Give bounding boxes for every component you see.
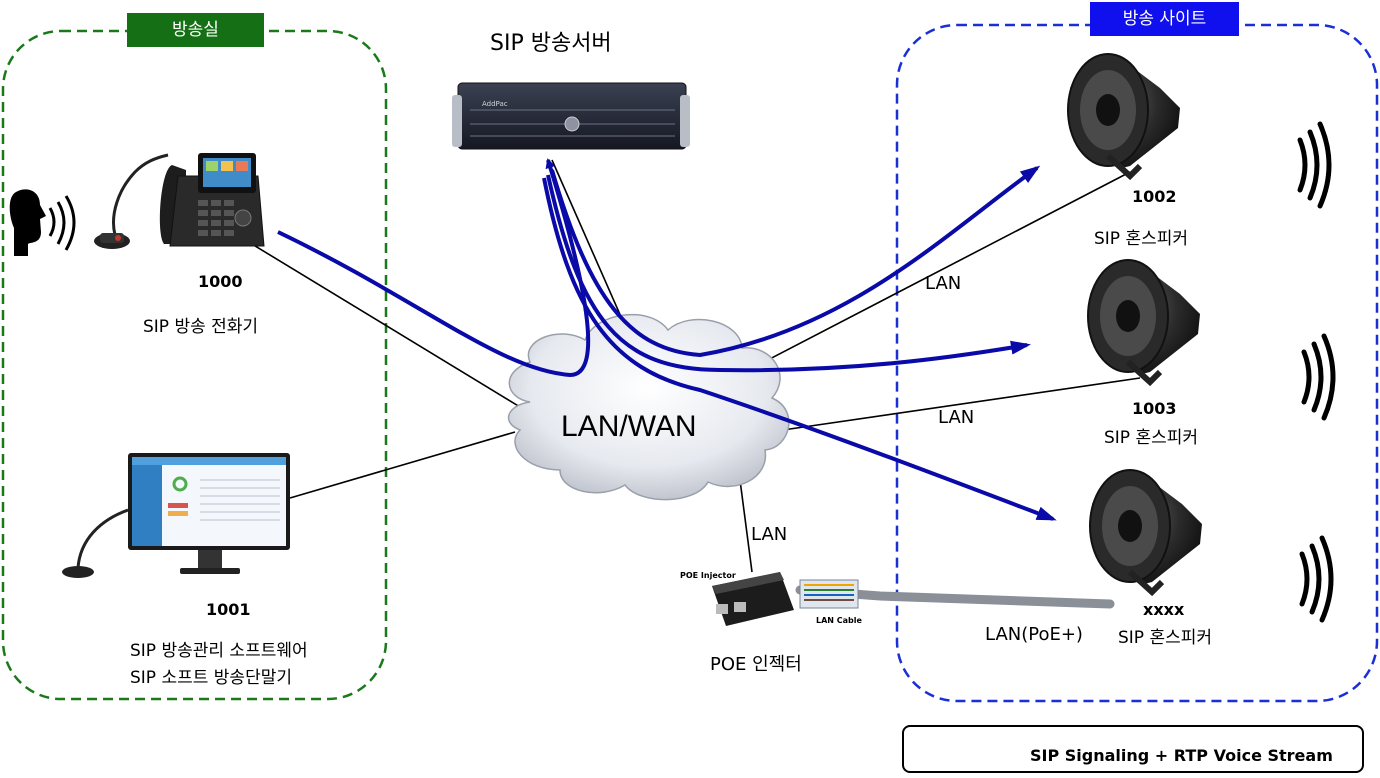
poe-label: POE 인젝터 [710,654,802,675]
ip-phone [159,153,265,247]
network-links [241,159,1141,573]
horn-speaker-1 [1067,53,1180,181]
sound-wave-icon-2 [1301,333,1336,421]
legend-label: SIP Signaling + RTP Voice Stream [1030,746,1333,765]
sound-wave-icon-1 [1297,121,1332,209]
legend-box [902,725,1364,773]
phone-number: 1000 [198,272,243,291]
pc-microphone [62,508,129,578]
speaking-person-icon [9,189,76,256]
speaker2-label: SIP 혼스피커 [1104,428,1199,448]
speaker2-number: 1003 [1132,399,1177,418]
speaker1-number: 1002 [1132,187,1177,206]
phone-label: SIP 방송 전화기 [143,317,259,337]
horn-speaker-2 [1087,259,1200,387]
pc-label-line1: SIP 방송관리 소프트웨어 [130,641,308,661]
lan-wan-cloud [507,313,790,501]
speaker3-number: xxxx [1143,600,1185,619]
lan-label-3: LAN [751,524,788,545]
horn-speaker-3 [1089,469,1202,597]
cloud-label: LAN/WAN [561,410,697,443]
lan-label-1: LAN [925,273,962,294]
studio-zone-border [1,29,388,701]
pc-monitor [128,453,290,574]
sip-server: AddPac [452,82,690,150]
lan-poe-label: LAN(PoE+) [985,624,1083,645]
pc-number: 1001 [206,600,251,619]
lan-cable [795,579,1115,609]
voice-stream-lines [277,158,1057,521]
speaker1-label: SIP 혼스피커 [1094,229,1189,249]
lan-label-2: LAN [938,407,975,428]
pc-label-line2: SIP 소프트 방송단말기 [130,668,292,688]
studio-zone-tag: 방송실 [127,13,264,47]
server-label: SIP 방송서버 [490,31,612,56]
poe-injector [712,572,794,626]
poe-small-label: POE Injector [680,571,736,580]
speaker3-label: SIP 혼스피커 [1118,628,1213,648]
desk-microphone [94,153,169,249]
sound-wave-icon-3 [1299,535,1334,623]
lan-cable-label: LAN Cable [816,616,862,625]
site-zone-tag: 방송 사이트 [1090,2,1239,36]
server-brand: AddPac [482,100,508,108]
